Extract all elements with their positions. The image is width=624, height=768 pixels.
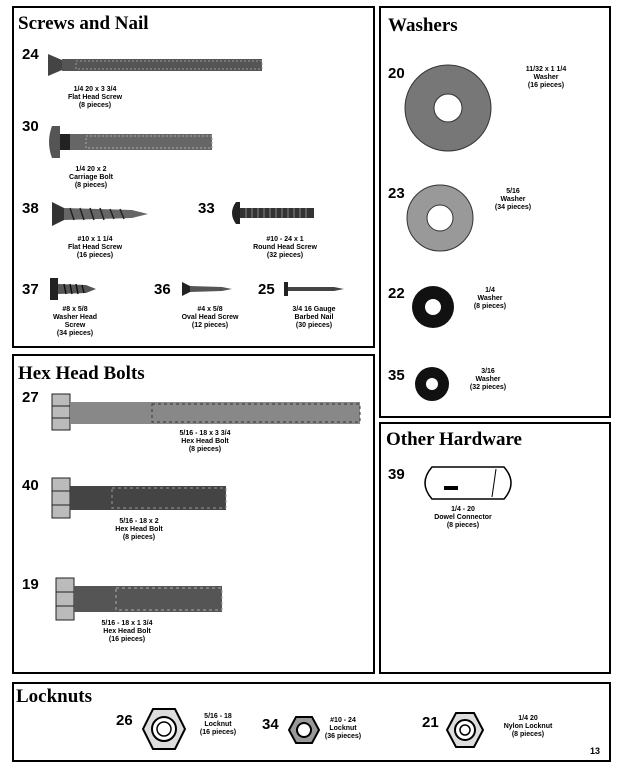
part-number-33: 33 [198,200,215,217]
medium-washer-illustration [406,184,474,252]
hex-bolt-short-illustration [55,577,223,621]
flat-head-wood-screw-illustration [52,202,148,226]
part-number-34: 34 [262,716,279,733]
part-number-37: 37 [22,281,39,298]
hexbolts-section [12,354,375,674]
carriage-bolt-illustration [49,126,213,158]
part-number-38: 38 [22,200,39,217]
other-hardware-title: Other Hardware [386,429,522,450]
part-number-21: 21 [422,714,439,731]
washer-head-screw-illustration [50,278,96,300]
oval-head-screw-illustration [182,282,232,296]
part-number-25: 25 [258,281,275,298]
part-number-22: 22 [388,285,405,302]
hexbolts-title: Hex Head Bolts [18,363,145,384]
page-number: 13 [590,746,601,756]
part-number-19: 19 [22,576,39,593]
part-number-20: 20 [388,65,405,82]
small-washer-illustration [412,286,454,328]
other-hardware-section [379,422,611,674]
part-number-24: 24 [22,46,39,63]
large-washer-illustration [404,64,492,152]
part-number-36: 36 [154,281,171,298]
nylon-locknut-illustration [445,712,485,748]
screws-section [12,6,375,348]
small-locknut-illustration [287,716,321,744]
locknuts-title: Locknuts [16,686,93,707]
tiny-washer-illustration [415,367,449,401]
round-head-screw-illustration [232,202,314,224]
part-number-27: 27 [22,389,39,406]
washers-section [379,6,611,418]
part-number-35: 35 [388,367,405,384]
hex-bolt-long-illustration [51,393,361,431]
hex-bolt-medium-illustration [51,477,227,519]
flat-head-screw-illustration [48,54,263,76]
washers-title: Washers [388,15,458,36]
barbed-nail-illustration [284,282,344,296]
part-number-40: 40 [22,477,39,494]
screws-title: Screws and Nail [18,13,149,34]
locknuts-section [12,682,611,762]
part-number-39: 39 [388,466,405,483]
part-number-23: 23 [388,185,405,202]
large-locknut-illustration [141,708,187,750]
part-number-26: 26 [116,712,133,729]
dowel-connector-illustration [424,466,512,500]
part-number-30: 30 [22,118,39,135]
